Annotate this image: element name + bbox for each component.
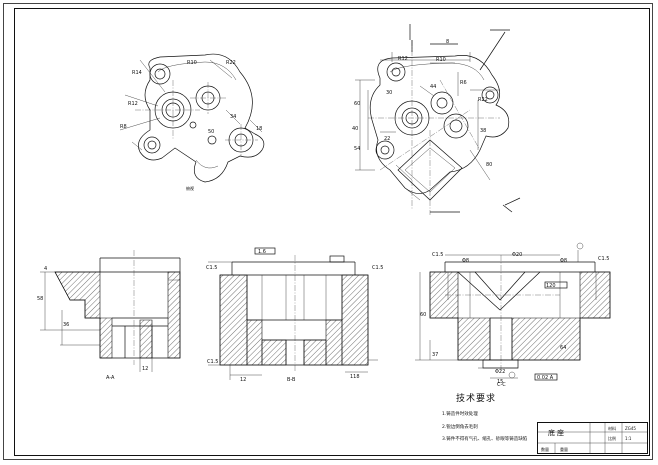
material-value: ZG45 <box>625 426 636 431</box>
dim-label: 34 <box>230 114 237 120</box>
dim-label: C1.5 <box>207 359 219 365</box>
section-view-right <box>415 242 611 381</box>
section-view-left <box>40 250 181 372</box>
dim-label: R22 <box>478 97 488 103</box>
dim-label: R10 <box>436 57 446 63</box>
dim-label: 120 <box>546 283 556 289</box>
dim-label: 60 <box>354 101 361 107</box>
outer-border <box>3 3 653 460</box>
title-cell: 材料 <box>608 426 616 431</box>
dim-label: 30 <box>386 90 393 96</box>
tech-requirements-title: 技术要求 <box>456 394 497 404</box>
title-block-grid <box>537 422 648 454</box>
dim-label: C1.5 <box>372 265 384 271</box>
dim-label: Φ8 <box>560 258 568 264</box>
tech-note: 3.铸件不得有气孔、缩孔、砂眼等铸造缺陷 <box>442 437 528 442</box>
dim-label: 15 <box>497 379 504 385</box>
dim-label: 58 <box>37 296 44 302</box>
title-cell: 重量 <box>560 447 568 452</box>
dim-label: 8 <box>446 39 450 45</box>
dim-label: C1.5 <box>206 265 218 271</box>
tech-note: 2.锐边倒角去毛刺 <box>442 425 478 430</box>
dim-label: Φ20 <box>512 252 523 258</box>
dim-label: R10 <box>187 60 197 66</box>
dim-label: Φ8 <box>462 258 470 264</box>
section-right-caption: C-C <box>497 382 506 388</box>
dim-label: R22 <box>226 60 236 66</box>
dim-label: 44 <box>430 84 437 90</box>
dim-label: R14 <box>132 70 142 76</box>
dim-label: 4 <box>44 266 48 272</box>
dim-label: 38 <box>480 128 487 134</box>
dim-label: 50 <box>208 129 215 135</box>
dim-label: 12 <box>142 366 149 372</box>
dim-label: R6 <box>460 80 467 86</box>
dim-label: 118 <box>350 374 360 380</box>
scale-value: 1:1 <box>625 436 632 441</box>
dim-label: R12 <box>398 56 408 62</box>
dim-label: C1.5 <box>432 252 444 258</box>
plan-view-left <box>119 53 265 183</box>
plan-view-caption: 俯视 <box>186 185 194 191</box>
dim-label: 0.02 A <box>537 375 554 381</box>
dim-label: 80 <box>486 162 493 168</box>
tech-note: 1.铸造件时效处理 <box>442 412 478 417</box>
dim-label: R8 <box>120 124 127 130</box>
dim-label: R12 <box>128 101 138 107</box>
dim-label: 22 <box>384 136 391 142</box>
dim-label: 37 <box>432 352 439 358</box>
title-block: 底座 材料 ZG45 比例 1:1 数量 重量 <box>537 422 648 454</box>
dim-label: 40 <box>352 126 359 132</box>
dim-label: 1.6 <box>258 249 266 255</box>
section-view-middle <box>208 247 378 380</box>
dim-label: 60 <box>420 312 427 318</box>
section-middle-caption: B-B <box>287 377 296 383</box>
dim-label: Φ22 <box>495 369 506 375</box>
drawing-frame <box>14 8 650 456</box>
part-name: 底座 <box>548 429 566 437</box>
dim-label: 64 <box>560 345 567 351</box>
dim-label: 18 <box>256 126 263 132</box>
dim-label: 12 <box>240 377 247 383</box>
dim-label: 36 <box>63 322 70 328</box>
dim-label: C1.5 <box>598 256 610 262</box>
title-cell: 比例 <box>608 436 616 441</box>
section-left-caption: A-A <box>106 375 115 381</box>
plan-view-right <box>355 24 521 215</box>
dim-label: 54 <box>354 146 361 152</box>
title-cell: 数量 <box>541 447 549 452</box>
